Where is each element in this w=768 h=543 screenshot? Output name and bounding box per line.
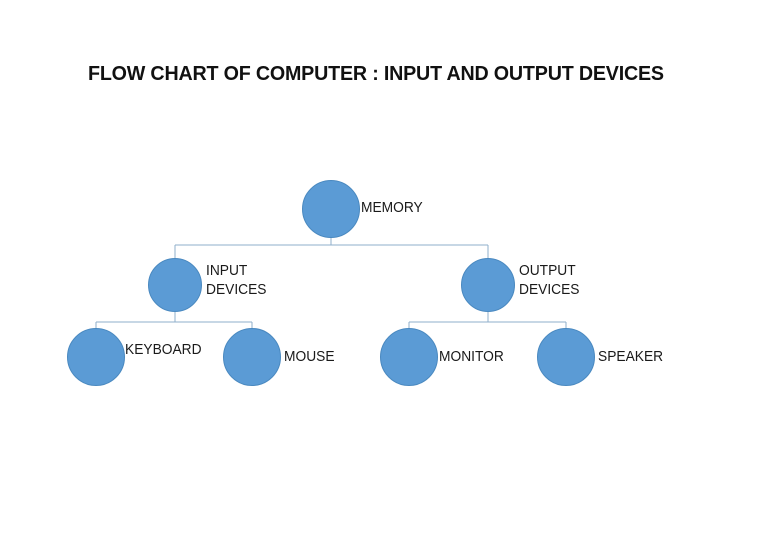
node-label-speaker: SPEAKER	[598, 349, 664, 365]
node-circle-output[interactable]	[461, 258, 515, 312]
page-title: FLOW CHART OF COMPUTER : INPUT AND OUTPU…	[88, 62, 664, 85]
node-circle-monitor[interactable]	[380, 328, 438, 386]
node-label-memory: MEMORY	[361, 200, 423, 216]
node-circle-input[interactable]	[148, 258, 202, 312]
node-circle-mouse[interactable]	[223, 328, 281, 386]
node-circle-memory[interactable]	[302, 180, 360, 238]
node-circle-keyboard[interactable]	[67, 328, 125, 386]
node-label-mouse: MOUSE	[284, 349, 335, 365]
node-circle-speaker[interactable]	[537, 328, 595, 386]
node-label-output: OUTPUT DEVICES	[519, 263, 580, 298]
node-label-input: INPUT DEVICES	[206, 263, 267, 298]
node-label-monitor: MONITOR	[439, 349, 504, 365]
node-label-keyboard: KEYBOARD	[125, 342, 202, 358]
